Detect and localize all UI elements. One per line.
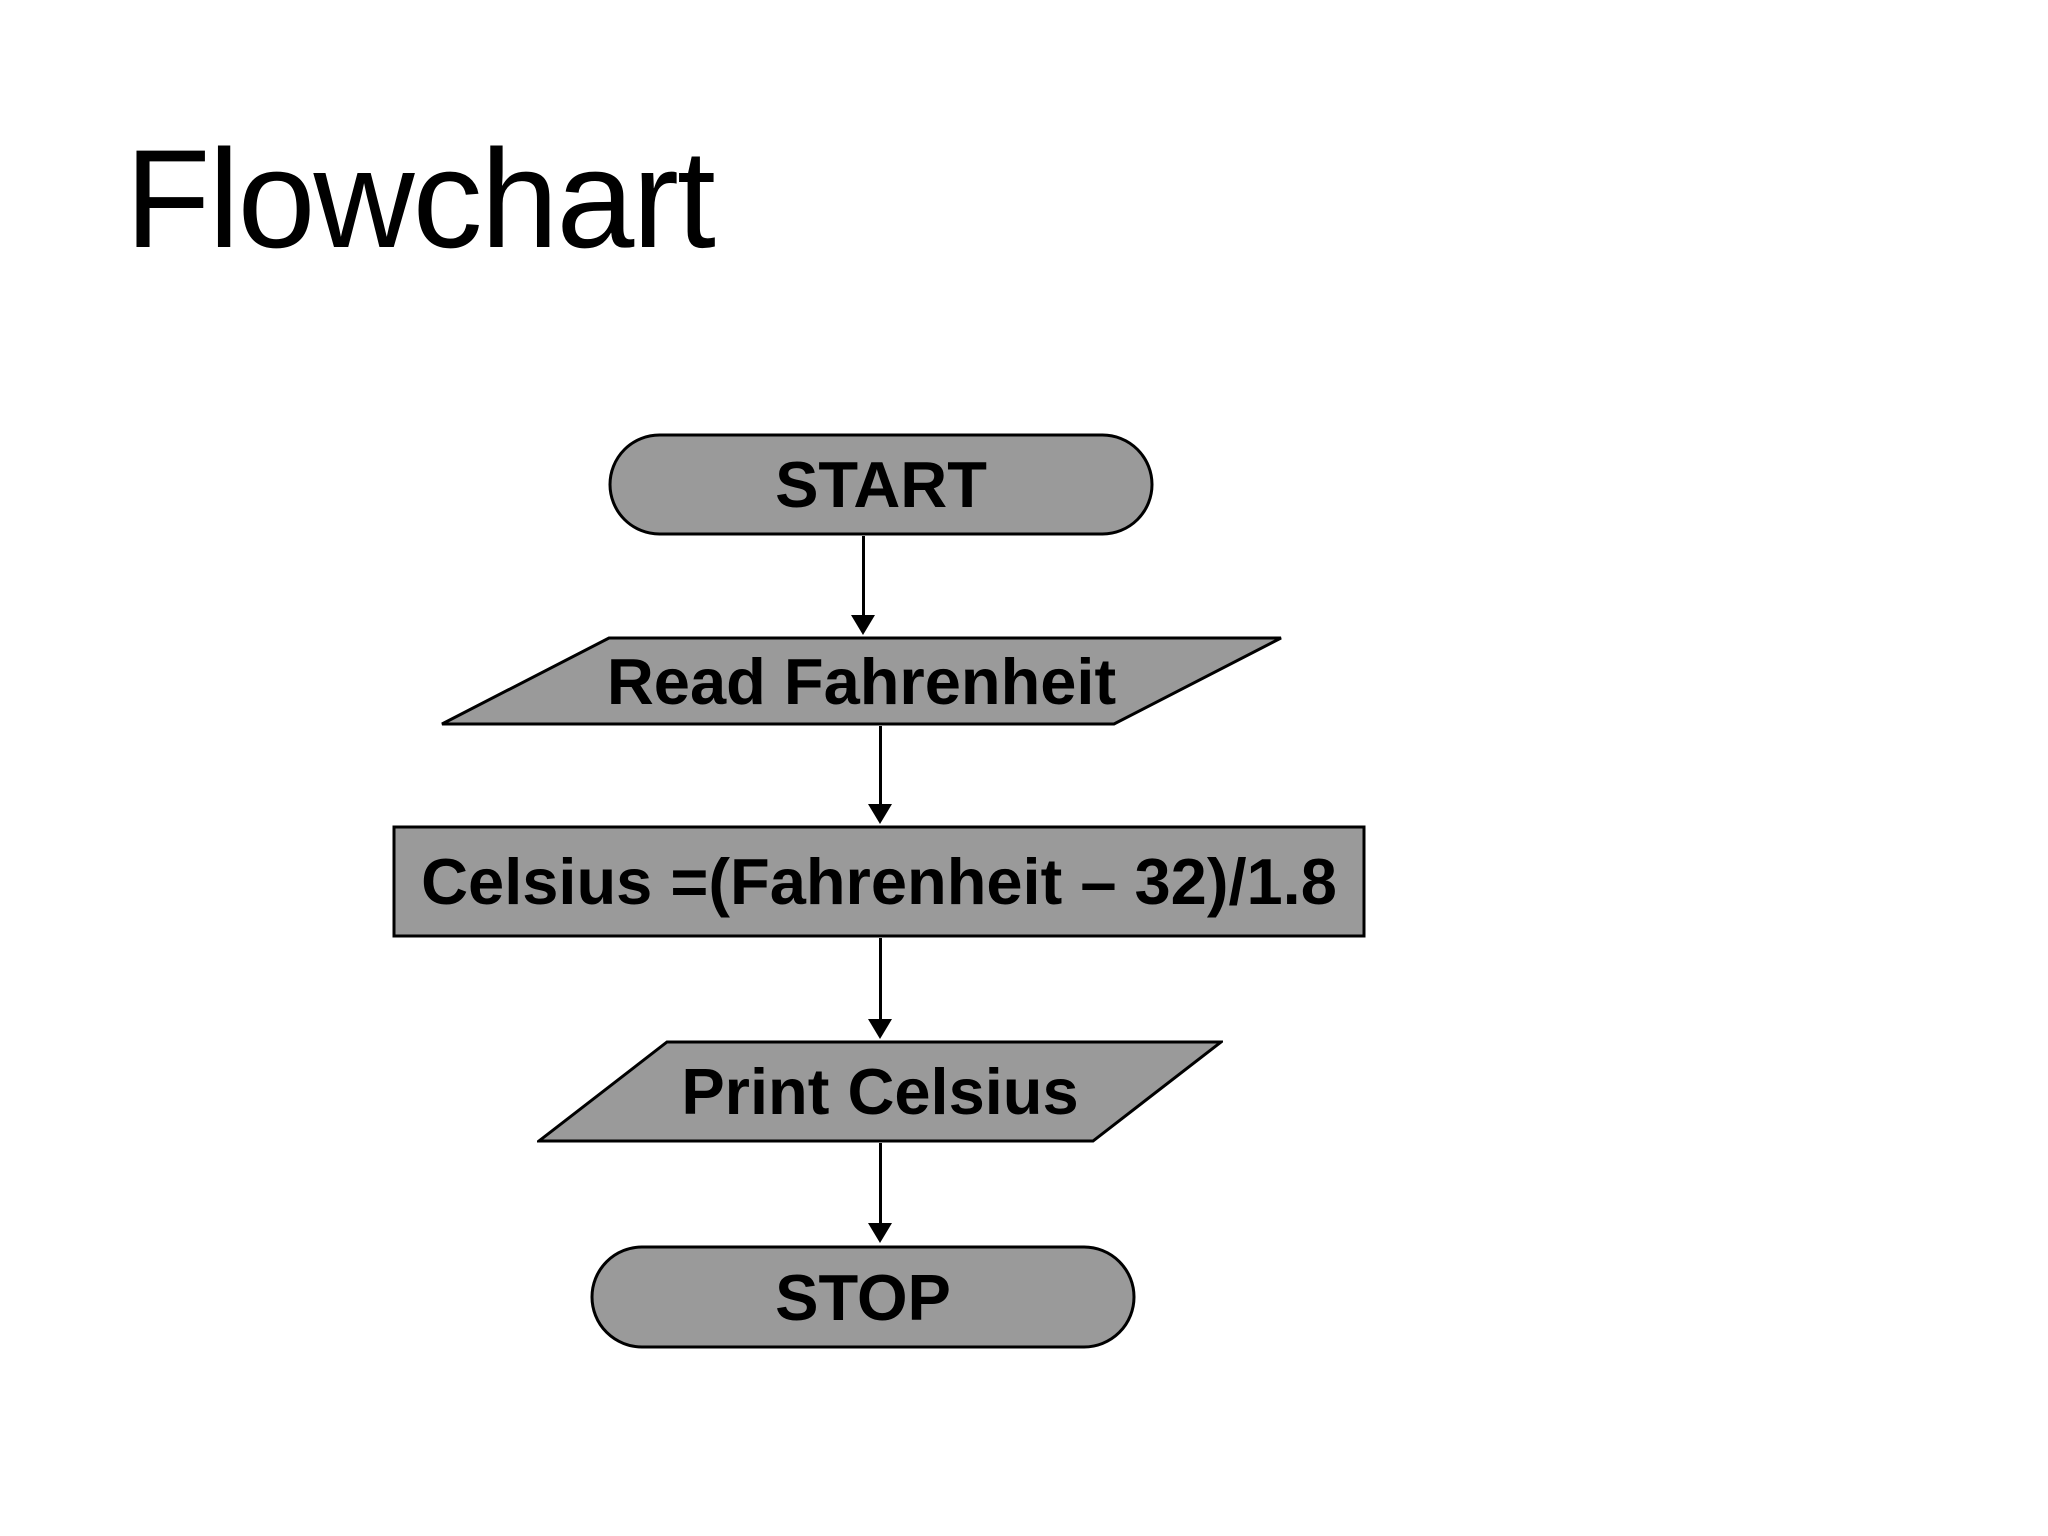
input-output-shape: [537, 1040, 1223, 1143]
node-label: STOP: [775, 1260, 951, 1334]
terminator-shape: [608, 433, 1154, 536]
node-label: Celsius =(Fahrenheit – 32)/1.8: [421, 845, 1337, 918]
arrow-line: [878, 938, 882, 1019]
arrowhead-down-icon: [868, 1019, 892, 1039]
node-label: Print Celsius: [681, 1055, 1079, 1128]
arrowhead-down-icon: [868, 1223, 892, 1243]
flowchart-node-print-celsius: Print Celsius: [537, 1040, 1223, 1143]
input-output-shape: [441, 636, 1282, 726]
node-label: Read Fahrenheit: [606, 644, 1117, 718]
arrow-line: [861, 536, 865, 615]
arrow-line: [878, 726, 882, 804]
arrowhead-down-icon: [868, 804, 892, 824]
flow-arrow: [868, 726, 892, 824]
arrowhead-down-icon: [851, 615, 875, 635]
flow-arrow: [868, 938, 892, 1039]
flowchart-node-celsius-formula: Celsius =(Fahrenheit – 32)/1.8: [392, 825, 1366, 938]
flow-arrow: [868, 1143, 892, 1243]
flow-arrow: [851, 536, 875, 635]
flowchart-node-start: START: [608, 433, 1154, 536]
flowchart-node-stop: STOP: [590, 1245, 1136, 1349]
arrow-line: [878, 1143, 882, 1223]
flowchart-node-read-fahrenheit: Read Fahrenheit: [440, 636, 1283, 726]
process-shape: [392, 825, 1366, 938]
terminator-shape: [590, 1245, 1136, 1349]
page-title: Flowchart: [125, 120, 716, 277]
node-label: START: [775, 448, 987, 521]
